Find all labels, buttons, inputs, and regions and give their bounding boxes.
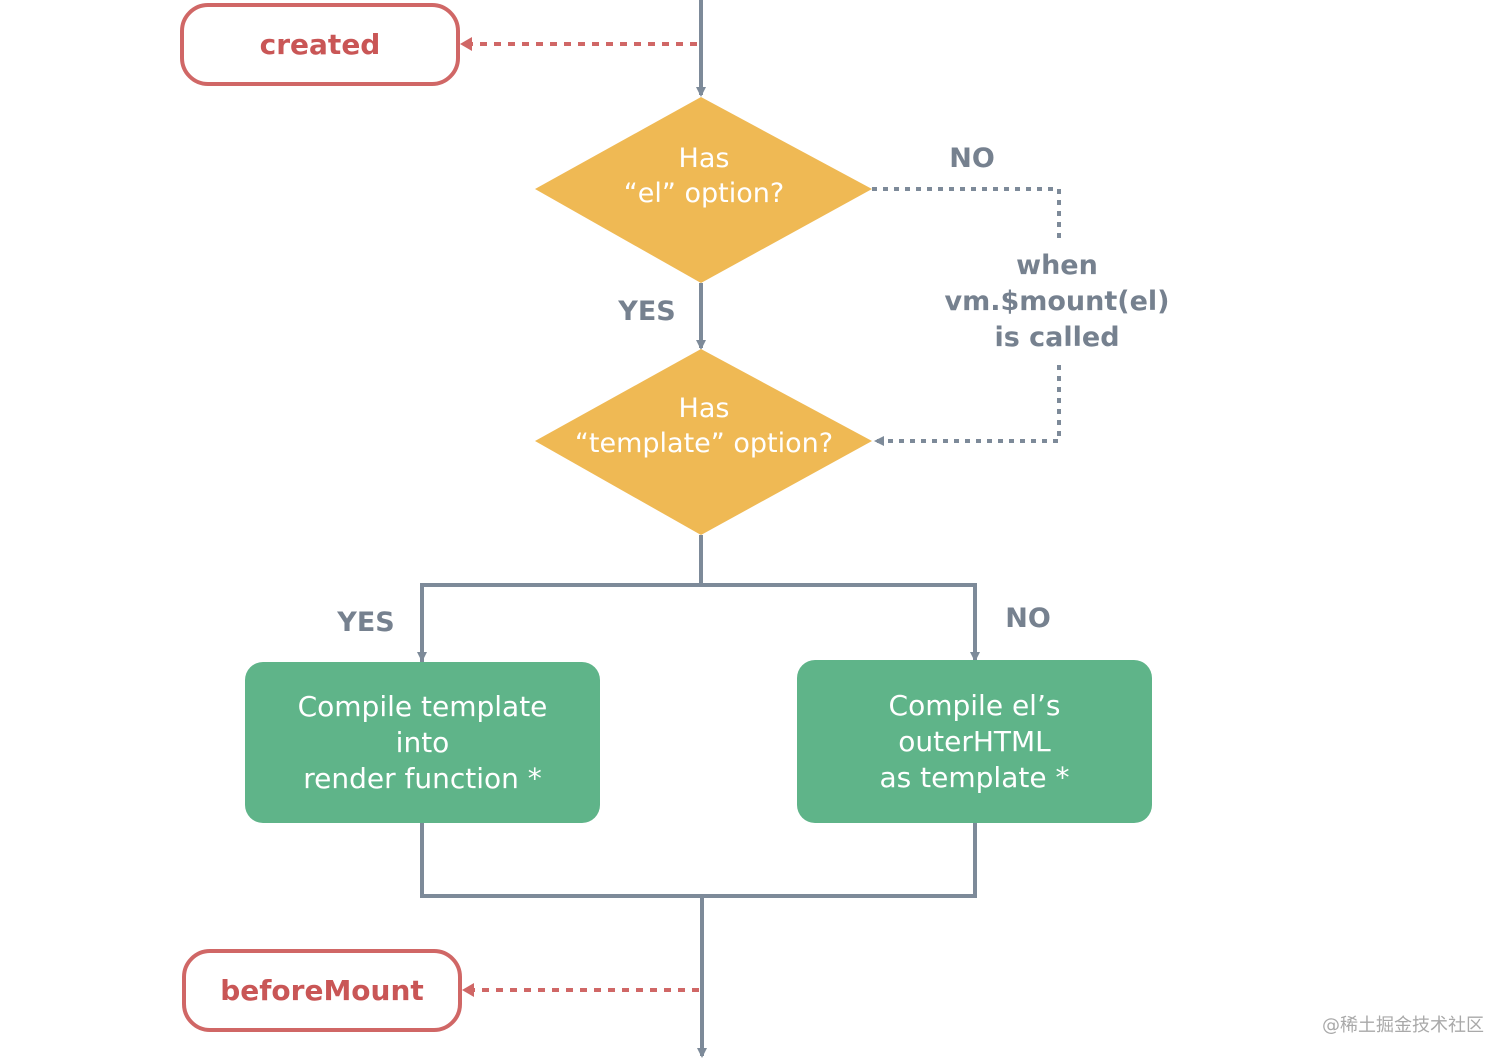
el-yes-label: YES <box>618 296 676 327</box>
compile-template-box: Compile template into render function * <box>245 662 600 823</box>
has-el-diamond <box>535 97 872 283</box>
created-hook-label: created <box>259 28 381 61</box>
has-template-line1: Has <box>678 393 730 424</box>
el-no-label: NO <box>949 143 995 174</box>
mount-note-line2: vm.$mount(el) <box>944 286 1170 317</box>
compile-el-line2: outerHTML <box>898 724 1051 758</box>
compile-el-line3: as template * <box>879 760 1070 794</box>
compile-template-line2: into <box>395 725 450 759</box>
template-yes-label: YES <box>337 607 395 638</box>
el-no-path-top <box>872 187 1061 240</box>
mount-note-line3: is called <box>994 322 1120 353</box>
compile-el-line1: Compile el’s <box>888 688 1061 722</box>
has-el-line2: “el” option? <box>623 178 785 209</box>
has-template-text: Has “template” option? <box>541 391 867 461</box>
el-no-path-bottom <box>874 365 1061 446</box>
compile-el-box: Compile el’s outerHTML as template * <box>797 660 1152 823</box>
beforemount-hook: beforeMount <box>182 949 462 1032</box>
watermark: @稀土掘金技术社区 <box>1322 1015 1484 1036</box>
has-el-line1: Has <box>678 143 730 174</box>
has-el-text: Has “el” option? <box>551 141 857 211</box>
mount-note: when vm.$mount(el) is called <box>922 248 1192 356</box>
flow-merge <box>420 823 977 898</box>
flow-branches <box>420 583 977 662</box>
template-no-label: NO <box>1005 603 1051 634</box>
has-template-diamond <box>535 349 872 535</box>
compile-template-line1: Compile template <box>297 689 548 723</box>
beforemount-hook-label: beforeMount <box>220 974 424 1007</box>
mount-note-line1: when <box>1016 250 1098 281</box>
created-hook: created <box>180 3 460 86</box>
has-template-line2: “template” option? <box>574 428 834 459</box>
compile-template-line3: render function * <box>303 761 542 795</box>
